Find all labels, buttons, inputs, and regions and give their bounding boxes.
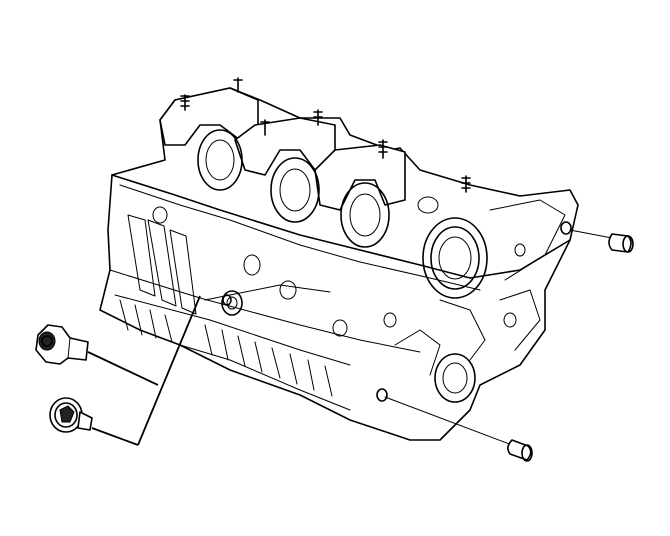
engine-block [99,77,579,441]
plug-right-lower [384,396,533,462]
plug-hex-left [35,324,89,365]
leader-lines [87,295,201,446]
plug-socket-left [49,397,93,433]
plug-right-upper [569,229,634,253]
